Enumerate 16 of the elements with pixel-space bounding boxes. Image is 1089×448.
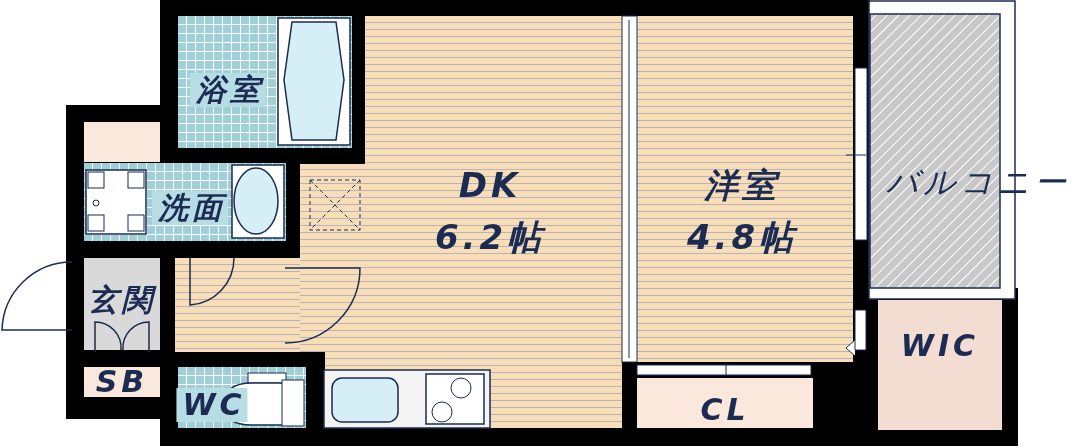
- room-size-label: 6.2帖: [434, 220, 546, 254]
- room-label: 浴室: [190, 73, 266, 107]
- room-label: 洋室: [704, 168, 780, 202]
- room-label: WC: [176, 388, 248, 422]
- room-label: 洗面: [152, 191, 228, 225]
- western-room: [637, 16, 853, 362]
- room-label: WIC: [900, 331, 980, 361]
- room-label: DK: [458, 168, 522, 202]
- room-label: 玄関: [88, 285, 156, 315]
- closet: [637, 378, 813, 428]
- room-size-label: 4.8帖: [686, 220, 798, 254]
- entrance: [84, 258, 160, 350]
- room-label: SB: [95, 367, 149, 397]
- walk-in-closet: [878, 300, 1002, 430]
- room-label: CL: [700, 395, 750, 425]
- shoe-box: [84, 367, 160, 397]
